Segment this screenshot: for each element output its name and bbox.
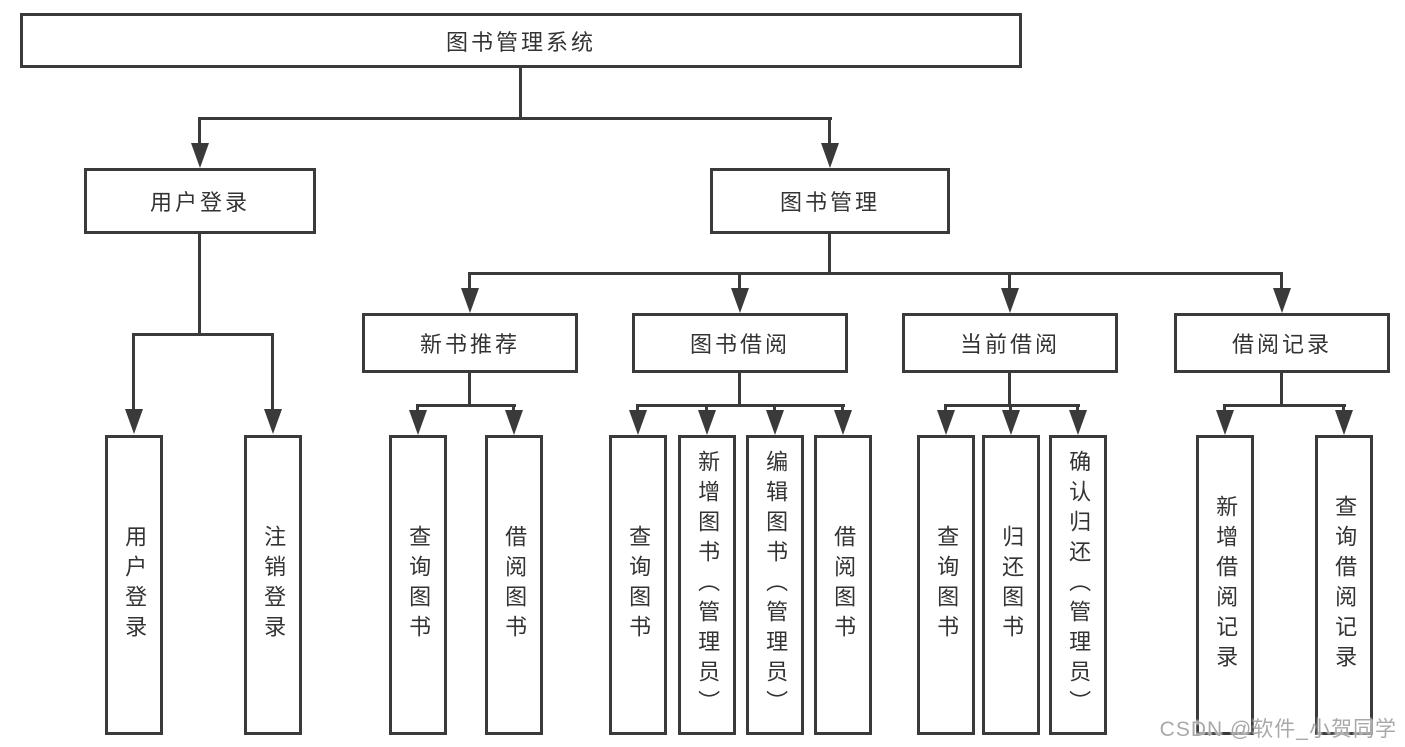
- leaf-logout: 注销登录: [244, 435, 302, 735]
- connector-drop-new-book: [468, 272, 471, 289]
- arrowhead-leaf: [629, 410, 647, 435]
- connector-group-branch: [417, 404, 516, 407]
- leaf-label: 查询图书: [934, 525, 960, 645]
- connector-level3-branch: [469, 272, 1283, 275]
- leaf-label: 查询图书: [626, 525, 652, 645]
- connector-group-branch: [637, 404, 845, 407]
- arrowhead-leaf: [834, 410, 852, 435]
- connector-drop-current-borrow: [1008, 272, 1011, 289]
- connector-drop-book-borrow: [738, 272, 741, 289]
- arrowhead-leaf: [409, 410, 427, 435]
- leaf-query-books-borrowing: 查询图书: [609, 435, 667, 735]
- connector-drop-book-management: [828, 117, 831, 145]
- node-label: 借阅记录: [1231, 332, 1332, 357]
- connector-drop-leaf: [773, 404, 776, 412]
- leaf-label: 归还图书: [999, 525, 1025, 645]
- connector-drop-user-login: [198, 117, 201, 145]
- arrowhead-leaf: [125, 409, 143, 434]
- connector-drop-leaf: [1342, 404, 1345, 412]
- leaf-label: 编辑图书（管理员）: [763, 450, 789, 720]
- leaf-label: 借阅图书: [831, 525, 857, 645]
- connector-drop-borrow-records: [1280, 272, 1283, 289]
- arrowhead-borrow-records: [1273, 288, 1291, 313]
- connector-drop-leaf: [944, 404, 947, 412]
- leaf-label: 确认归还（管理员）: [1066, 450, 1092, 720]
- arrowhead-leaf: [264, 409, 282, 434]
- node-new-book-recommend: 新书推荐: [362, 313, 578, 373]
- arrowhead-leaf: [1216, 410, 1234, 435]
- leaf-label: 查询借阅记录: [1332, 495, 1358, 675]
- leaf-add-borrow-record: 新增借阅记录: [1196, 435, 1254, 735]
- connector-group-stub: [1008, 373, 1011, 406]
- connector-drop-leaf: [1009, 404, 1012, 412]
- leaf-confirm-return-admin: 确认归还（管理员）: [1049, 435, 1107, 735]
- leaf-query-borrow-record: 查询借阅记录: [1315, 435, 1373, 735]
- connector-drop-leaf: [271, 333, 274, 410]
- connector-drop-leaf: [1223, 404, 1226, 412]
- csdn-watermark: CSDN @软件_小贺同学: [1159, 718, 1397, 741]
- leaf-label: 查询图书: [406, 525, 432, 645]
- connector-user-login-stub: [198, 234, 201, 335]
- connector-drop-leaf: [1076, 404, 1079, 412]
- leaf-query-books-current: 查询图书: [917, 435, 975, 735]
- arrowhead-leaf: [505, 410, 523, 435]
- connector-user-login-branch: [132, 333, 274, 336]
- connector-level2-branch: [198, 117, 832, 120]
- leaf-label: 新增借阅记录: [1213, 495, 1239, 675]
- connector-group-branch: [1224, 404, 1346, 407]
- arrowhead-leaf: [698, 410, 716, 435]
- leaf-label: 注销登录: [261, 525, 287, 645]
- arrowhead-leaf: [937, 410, 955, 435]
- connector-group-stub: [1280, 373, 1283, 406]
- connector-group-stub: [468, 373, 471, 406]
- node-label: 当前借阅: [959, 332, 1060, 357]
- node-label: 图书管理: [779, 190, 880, 215]
- node-current-borrowing: 当前借阅: [902, 313, 1118, 373]
- leaf-query-books-recommend: 查询图书: [389, 435, 447, 735]
- arrowhead-new-book: [461, 288, 479, 313]
- arrowhead-book-borrow: [731, 288, 749, 313]
- arrowhead-leaf: [1002, 410, 1020, 435]
- leaf-edit-book-admin: 编辑图书（管理员）: [746, 435, 804, 735]
- arrowhead-leaf: [766, 410, 784, 435]
- node-label: 图书借阅: [689, 332, 790, 357]
- connector-drop-leaf: [132, 333, 135, 410]
- connector-book-management-stub: [828, 234, 831, 274]
- leaf-user-login: 用户登录: [105, 435, 163, 735]
- connector-drop-leaf: [416, 404, 419, 412]
- connector-drop-leaf: [512, 404, 515, 412]
- arrowhead-user-login: [191, 143, 209, 168]
- node-book-management: 图书管理: [710, 168, 950, 234]
- node-label: 用户登录: [149, 190, 250, 215]
- leaf-label: 借阅图书: [502, 525, 528, 645]
- arrowhead-leaf: [1335, 410, 1353, 435]
- arrowhead-leaf: [1069, 410, 1087, 435]
- arrowhead-current-borrow: [1001, 288, 1019, 313]
- leaf-borrow-books-borrowing: 借阅图书: [814, 435, 872, 735]
- leaf-label: 用户登录: [122, 525, 148, 645]
- node-library-management-system: 图书管理系统: [20, 13, 1022, 68]
- connector-drop-leaf: [636, 404, 639, 412]
- connector-drop-leaf: [705, 404, 708, 412]
- connector-root-stub: [519, 68, 522, 119]
- node-label: 新书推荐: [419, 332, 520, 357]
- node-user-login: 用户登录: [84, 168, 316, 234]
- connector-group-branch: [945, 404, 1080, 407]
- node-label: 图书管理系统: [445, 29, 596, 55]
- connector-drop-leaf: [841, 404, 844, 412]
- leaf-label: 新增图书（管理员）: [695, 450, 721, 720]
- leaf-borrow-books-recommend: 借阅图书: [485, 435, 543, 735]
- leaf-return-books: 归还图书: [982, 435, 1040, 735]
- node-borrowing-records: 借阅记录: [1174, 313, 1390, 373]
- node-book-borrowing: 图书借阅: [632, 313, 848, 373]
- arrowhead-book-management: [821, 143, 839, 168]
- leaf-add-book-admin: 新增图书（管理员）: [678, 435, 736, 735]
- connector-group-stub: [738, 373, 741, 406]
